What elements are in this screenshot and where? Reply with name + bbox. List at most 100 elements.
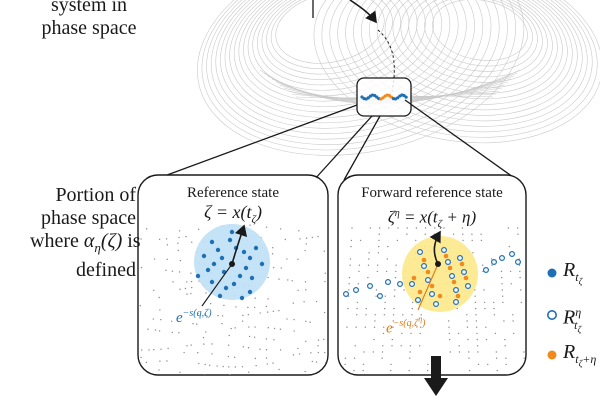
background-dot <box>234 356 236 359</box>
attractor-loop <box>337 0 588 127</box>
background-dot <box>242 314 244 317</box>
background-dot <box>378 233 380 235</box>
neighbor-point <box>247 289 253 295</box>
background-dot <box>197 228 200 230</box>
background-dot <box>387 245 389 248</box>
background-dot <box>305 340 307 342</box>
attractor-loop <box>252 0 426 91</box>
forward-orange-point <box>429 283 435 289</box>
background-dot <box>183 351 185 354</box>
background-dot <box>253 306 256 309</box>
background-dot <box>501 289 504 291</box>
background-dot <box>196 323 198 325</box>
background-dot <box>448 326 450 328</box>
background-dot <box>495 357 498 359</box>
mini-point <box>396 96 400 100</box>
background-dot <box>443 227 445 229</box>
forward-neighbor-points <box>409 247 472 308</box>
background-dot <box>382 332 385 335</box>
background-dot <box>356 307 358 310</box>
background-dot <box>254 326 256 328</box>
forward-orange-point <box>447 265 453 271</box>
background-dot <box>254 297 256 299</box>
legend-markers <box>546 268 557 360</box>
background-dot <box>359 239 362 242</box>
background-dot <box>171 320 173 323</box>
background-dot <box>305 237 308 239</box>
background-dot <box>476 332 478 335</box>
background-dot <box>198 362 200 365</box>
background-dot <box>397 227 399 229</box>
background-dot <box>140 266 143 269</box>
background-dot <box>267 327 269 329</box>
background-dot <box>317 339 320 341</box>
neighbor-point <box>241 249 247 255</box>
background-dot <box>205 331 207 333</box>
background-dot <box>217 314 219 317</box>
neighbor-point <box>247 255 253 261</box>
background-dot <box>192 323 194 325</box>
background-dot <box>519 276 521 279</box>
background-dot <box>234 327 236 329</box>
background-dot <box>166 244 169 246</box>
background-dot <box>267 311 269 313</box>
forward-orange-point <box>417 289 423 295</box>
background-dot <box>434 227 436 229</box>
background-dot <box>190 280 193 283</box>
legend-label-r-t-zeta-eta: Rηtζ <box>563 305 582 335</box>
background-dot <box>384 295 387 297</box>
background-dot <box>533 364 534 365</box>
background-dot <box>485 326 487 328</box>
background-dot <box>272 310 275 313</box>
background-dot <box>356 301 359 304</box>
background-dot <box>381 351 384 353</box>
background-dot <box>273 339 275 341</box>
neighbor-point <box>237 273 243 279</box>
background-dot <box>278 278 280 280</box>
background-dot <box>304 370 306 373</box>
reference-state-equation: ζ = x(tζ) <box>204 202 262 226</box>
background-dot <box>396 239 399 242</box>
background-dot <box>309 321 311 323</box>
background-dot <box>353 369 355 372</box>
background-dot <box>384 307 386 310</box>
projection-line-mid-left <box>313 115 373 181</box>
background-dot <box>171 270 174 272</box>
background-dot <box>362 363 365 366</box>
background-dot <box>349 258 352 260</box>
background-dot <box>529 283 530 284</box>
background-dot <box>487 363 489 366</box>
outside-hollow-point <box>509 251 516 258</box>
background-dot <box>177 249 179 252</box>
background-dot <box>153 348 155 351</box>
attractor-trajectories <box>197 0 600 156</box>
background-dot <box>165 238 168 240</box>
background-dot <box>178 271 181 273</box>
background-dot <box>191 241 193 243</box>
background-dot <box>377 252 380 254</box>
background-dot <box>516 227 519 229</box>
attractor-loop <box>220 0 484 129</box>
background-dot <box>468 369 471 372</box>
background-dot <box>303 301 305 303</box>
background-dot <box>203 343 205 345</box>
background-dot <box>249 224 251 226</box>
background-dot <box>363 351 365 353</box>
background-dot <box>415 227 418 229</box>
background-dot <box>467 338 469 341</box>
background-dot <box>466 320 468 322</box>
background-dot <box>376 270 379 273</box>
background-dot <box>529 289 530 290</box>
background-dot <box>394 276 397 279</box>
system-label-line1: system in <box>50 0 128 16</box>
background-dot <box>395 264 397 266</box>
background-dot <box>140 238 142 240</box>
background-dot <box>368 252 370 254</box>
background-dot <box>248 326 250 328</box>
forward-reference-state-equation: ζη = x(tζ + η) <box>387 207 477 231</box>
background-dot <box>297 347 299 350</box>
background-dot <box>265 226 268 228</box>
background-dot <box>242 346 244 348</box>
background-dot <box>179 288 181 290</box>
